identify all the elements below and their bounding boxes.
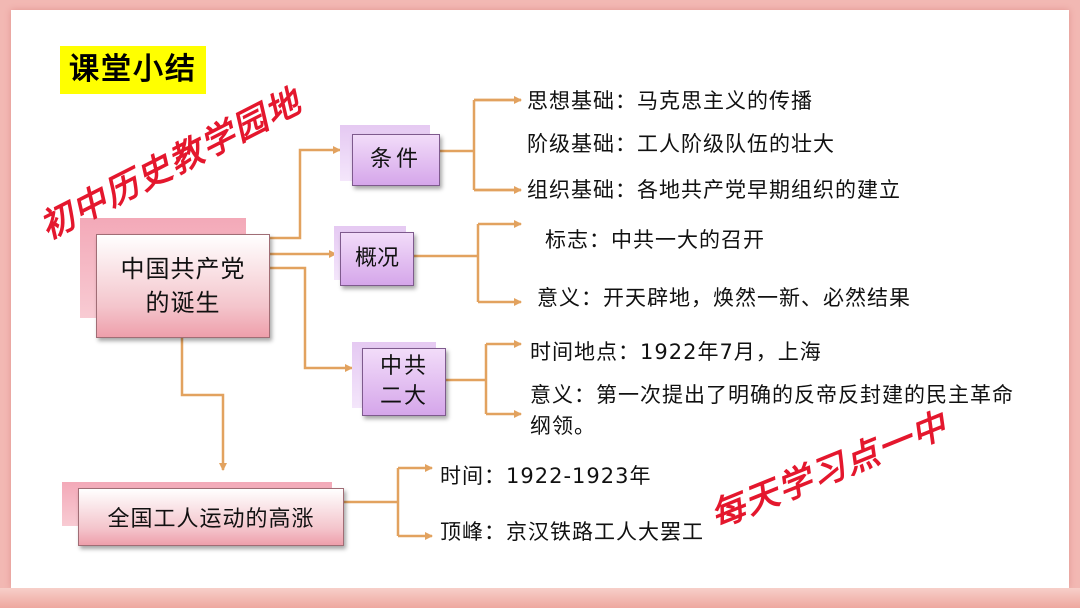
condition-item-1: 思想基础：马克思主义的传播 bbox=[527, 89, 813, 113]
second-congress-item-1: 时间地点：1922年7月，上海 bbox=[530, 340, 822, 364]
condition-item-2: 阶级基础：工人阶级队伍的壮大 bbox=[527, 132, 835, 156]
root-node: 中国共产党的诞生 bbox=[96, 234, 270, 338]
conditions-node-label: 条件 bbox=[369, 147, 422, 172]
connector-overview-items bbox=[414, 224, 480, 302]
connector-root-second-congress bbox=[270, 266, 353, 372]
condition-item-3: 组织基础：各地共产党早期组织的建立 bbox=[527, 178, 901, 202]
lesson-summary-title: 课堂小结 bbox=[60, 46, 206, 94]
second-congress-node-label: 中共二大 bbox=[380, 354, 429, 409]
connector-second-congress-items bbox=[446, 344, 488, 414]
labor-node: 全国工人运动的高涨 bbox=[78, 488, 344, 546]
connector-root-labor bbox=[180, 338, 227, 471]
connector-conditions-items bbox=[440, 98, 521, 192]
second-congress-item-2: 意义：第一次提出了明确的反帝反封建的民主革命纲领。 bbox=[530, 383, 1014, 438]
connector-labor-items bbox=[344, 468, 400, 536]
bottom-band bbox=[0, 588, 1080, 608]
second-congress-node: 中共二大 bbox=[362, 348, 446, 416]
root-node-label: 中国共产党的诞生 bbox=[120, 255, 246, 317]
labor-item-1: 时间：1922-1923年 bbox=[440, 464, 652, 488]
overview-item-2: 意义：开天辟地，焕然一新、必然结果 bbox=[537, 286, 911, 310]
overview-item-1: 标志：中共一大的召开 bbox=[545, 228, 765, 252]
connector-root-conditions bbox=[270, 146, 341, 240]
overview-node: 概况 bbox=[340, 232, 414, 286]
labor-item-2: 顶峰：京汉铁路工人大罢工 bbox=[440, 520, 704, 544]
overview-node-label: 概况 bbox=[354, 246, 399, 271]
labor-node-label: 全国工人运动的高涨 bbox=[107, 507, 315, 532]
conditions-node: 条件 bbox=[352, 134, 440, 186]
